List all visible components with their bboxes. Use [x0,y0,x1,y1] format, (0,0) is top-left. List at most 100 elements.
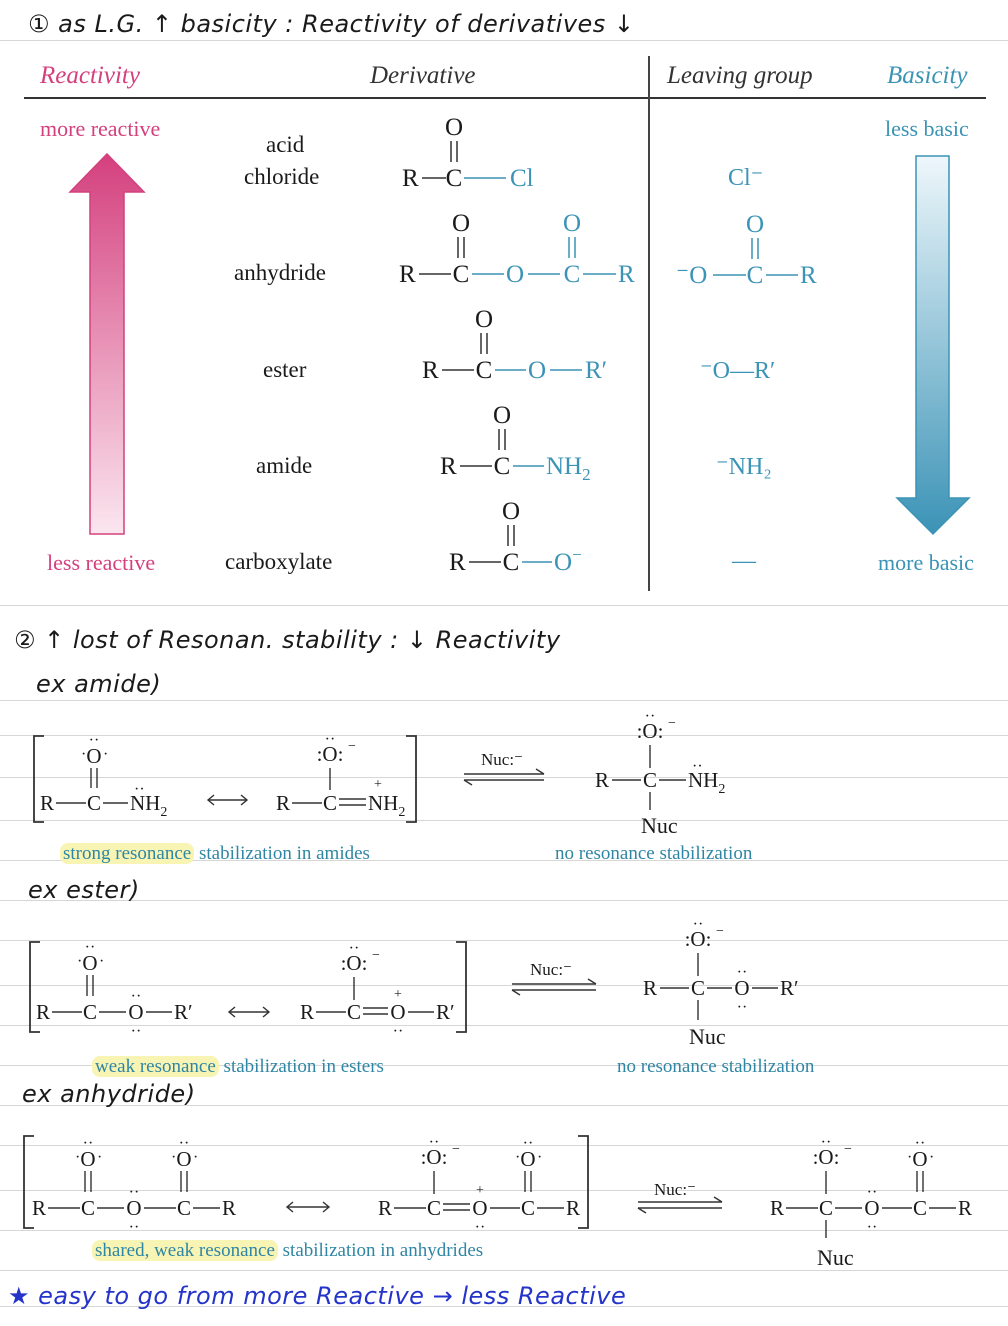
svg-text:C: C [503,549,520,576]
amide-caption-highlight: strong resonance [60,843,195,864]
svg-text:R: R [40,791,54,815]
svg-text:··: ·· [129,1184,140,1201]
more-basic-label: more basic [878,550,974,575]
ester-caption-rest: stabilization in esters [218,1056,384,1077]
svg-text:+: + [374,777,382,792]
lg-none: — [732,548,756,574]
note-ex-amide: ex amide) [36,670,162,698]
note-point-2: ② ↑ lost of Resonan. stability : ↓ React… [14,626,561,654]
svg-text:−: − [844,1142,852,1157]
ruled-line [0,820,1008,821]
ruled-line [0,40,1008,41]
svg-text:O: O [452,210,470,237]
svg-text:−: − [348,739,356,754]
svg-text:O: O [912,1147,927,1171]
svg-text:·: · [103,746,108,763]
svg-text:·: · [77,953,82,970]
svg-text:R: R [399,261,416,288]
svg-text:R: R [770,1196,784,1220]
ruled-line [0,900,1008,901]
svg-text:·: · [75,1149,80,1166]
ruled-line [0,605,1008,606]
svg-text:O: O [746,211,764,238]
svg-text:O: O [390,1000,405,1024]
svg-text:C: C [819,1196,833,1220]
svg-text:··: ·· [393,1023,404,1040]
svg-text:··: ·· [429,1134,440,1151]
reactivity-up-arrow-icon [68,152,146,535]
svg-text:··: ·· [645,708,656,725]
svg-text:··: ·· [83,1135,94,1152]
ruled-line [0,940,1008,941]
header-reactivity: Reactivity [40,62,140,89]
svg-text:R: R [276,791,290,815]
svg-text:··: ·· [129,1219,140,1236]
svg-text:R: R [36,1000,50,1024]
svg-text:·: · [81,746,86,763]
note-point-1: ① as L.G. ↑ basicity : Reactivity of der… [28,10,635,38]
ester-resonance-scheme: O ·· ·· R C O ·· ·· R′ :O: ·· − R C O + … [29,918,799,1040]
svg-text:··: ·· [131,988,142,1005]
svg-text:··: ·· [85,939,96,956]
svg-text:O: O [472,1196,487,1220]
ruled-line [0,1065,1008,1066]
derivative-structures: O R C Cl O R C O O C R O R C O R′ [399,114,635,576]
svg-text:R: R [595,768,609,792]
svg-text:O: O [493,402,511,429]
ester-caption: weak resonance stabilization in esters [92,1056,384,1078]
row-anhydride-name: anhydride [234,260,326,285]
ruled-line [0,1306,1008,1307]
svg-text::O:: :O: [341,951,368,975]
svg-text:NH2: NH2 [368,791,405,820]
svg-text:··: ·· [867,1219,878,1236]
anhydride-nuc-arrow-label: Nuc:⁻ [654,1180,697,1199]
header-leaving-group: Leaving group [667,62,813,89]
svg-text:C: C [564,261,581,288]
svg-text:··: ·· [915,1135,926,1152]
svg-text:O: O [475,306,493,333]
lg-carboxylate-anion: O ⁻O C R [676,211,817,289]
svg-text:··: ·· [737,964,748,981]
ruled-line [0,1230,1008,1231]
svg-text:+: + [476,1183,484,1198]
svg-text:·: · [193,1149,198,1166]
ruled-line [0,1105,1008,1106]
svg-text:··: ·· [325,731,336,748]
svg-text:C: C [913,1196,927,1220]
svg-text:C: C [747,262,764,289]
svg-text:R′: R′ [174,1000,193,1024]
svg-text:··: ·· [737,999,748,1016]
svg-text:R: R [222,1196,236,1220]
row-acid-chloride-name-1: acid [266,132,305,157]
svg-text::O:: :O: [421,1145,448,1169]
svg-text:·: · [171,1149,176,1166]
svg-text:−: − [452,1142,460,1157]
svg-text:C: C [323,791,337,815]
svg-text:Cl: Cl [510,165,534,192]
svg-text:−: − [716,924,724,939]
svg-text:··: ·· [523,1135,534,1152]
svg-text:R: R [402,165,419,192]
ruled-line [0,860,1008,861]
svg-text:C: C [643,768,657,792]
svg-text:··: ·· [693,918,704,933]
svg-text:··: ·· [179,1135,190,1152]
table-header-rule [24,97,986,99]
svg-text:O: O [520,1147,535,1171]
svg-text:R: R [958,1196,972,1220]
svg-text:−: − [372,948,380,963]
svg-text:R: R [800,262,817,289]
amide-product-caption: no resonance stabilization [555,843,753,864]
svg-text:··: ·· [89,732,100,749]
svg-text:O: O [864,1196,879,1220]
svg-text:·: · [537,1149,542,1166]
lg-chloride: Cl⁻ [728,165,764,191]
svg-text:R: R [618,261,635,288]
svg-text:··: ·· [475,1219,486,1236]
svg-text:O: O [176,1147,191,1171]
svg-text:R: R [422,357,439,384]
ruled-line [0,1190,1008,1191]
svg-text:R′: R′ [780,976,799,1000]
ester-product-nuc: Nuc [689,1024,726,1049]
svg-text:O: O [528,357,546,384]
